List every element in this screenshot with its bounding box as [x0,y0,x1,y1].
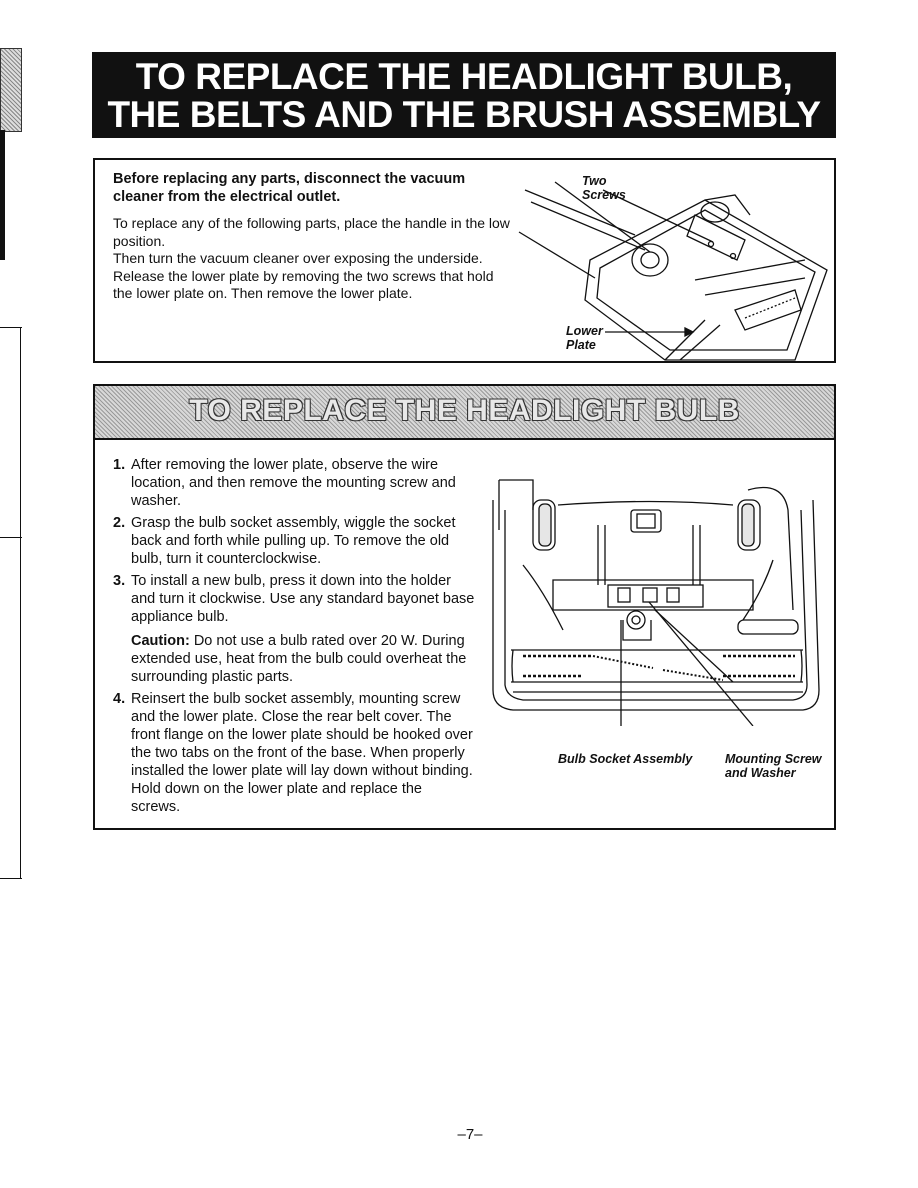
lower-plate-label: Lower Plate [566,324,603,352]
disconnect-warning: Before replacing any parts, disconnect t… [113,171,466,205]
caution-note: Caution: Do not use a bulb rated over 20… [131,632,475,686]
section-title: TO REPLACE THE HEADLIGHT BULB [189,394,740,427]
edge-rule-3 [20,327,21,879]
intro-para-2: Then turn the vacuum cleaner over exposi… [113,250,483,266]
intro-para-3: Release the lower plate by removing the … [113,267,494,302]
bulb-socket-label: Bulb Socket Assembly [558,752,693,766]
intro-text: To replace any of the following parts, p… [113,215,513,303]
step-item: 3. To install a new bulb, press it down … [113,573,475,686]
mounting-screw-label: Mounting Screw and Washer [725,752,822,780]
page-title-line2: THE BELTS AND THE BRUSH ASSEMBLY [107,94,821,135]
vacuum-underside-illustration [518,181,828,361]
headlight-assembly-illustration [492,479,820,726]
step-item: 4. Reinsert the bulb socket assembly, mo… [113,691,473,815]
page-title-line1: TO REPLACE THE HEADLIGHT BULB, [135,56,793,97]
intro-box: Before replacing any parts, disconnect t… [93,158,836,363]
edge-mark-top [0,48,22,132]
page-title: TO REPLACE THE HEADLIGHT BULB, THE BELTS… [92,52,836,138]
edge-rule-1 [0,327,22,328]
intro-para-1: To replace any of the following parts, p… [113,215,510,249]
caution-text: Do not use a bulb rated over 20 W. Durin… [131,633,467,685]
step-item: 2. Grasp the bulb socket assembly, wiggl… [113,515,456,567]
page-number: –7– [457,1126,483,1143]
two-screws-label: Two Screws [582,174,626,202]
edge-rule-4 [0,878,22,879]
step-item: 1. After removing the lower plate, obser… [113,457,456,509]
caution-label: Caution: [131,633,190,649]
edge-rule-2 [0,537,22,538]
step-list: 1. After removing the lower plate, obser… [113,456,475,820]
section-banner: TO REPLACE THE HEADLIGHT BULB [95,386,834,440]
headlight-section: TO REPLACE THE HEADLIGHT BULB 1. After r… [93,384,836,830]
edge-mark-bar [0,130,5,260]
